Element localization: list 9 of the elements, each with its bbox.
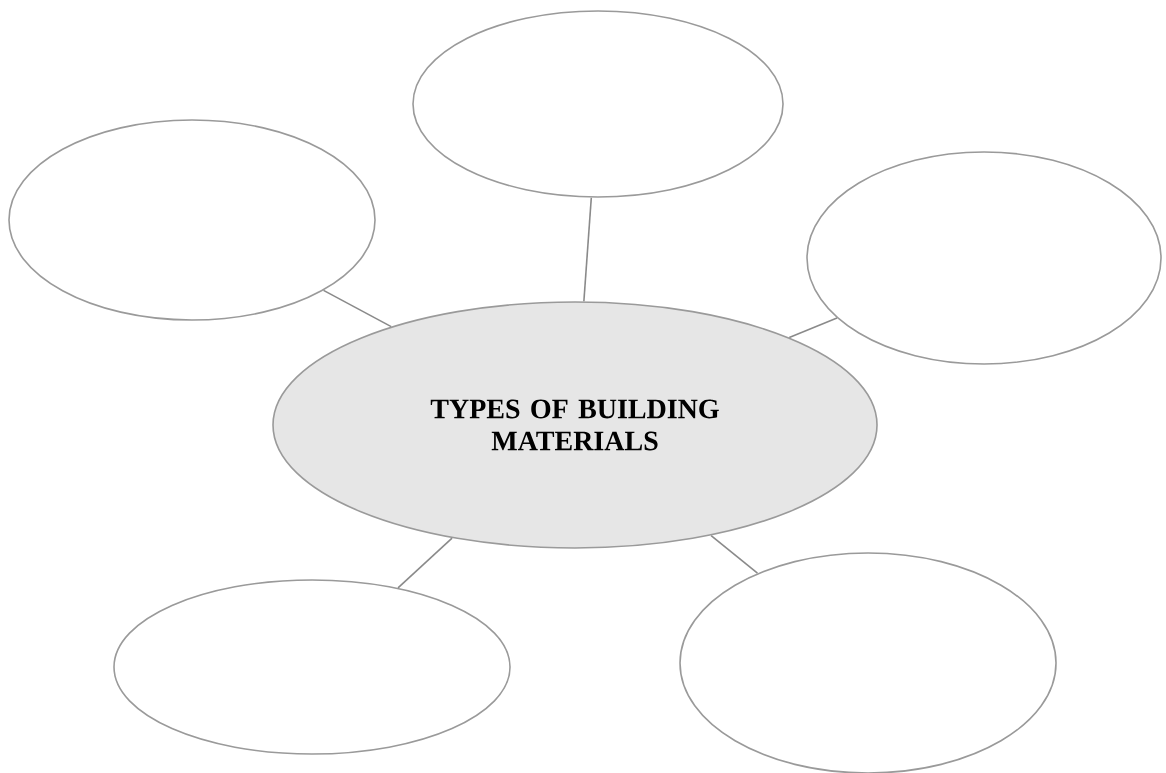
empty-ellipse (806, 151, 1162, 365)
connector-line (788, 317, 838, 339)
empty-ellipse (412, 10, 784, 198)
empty-ellipse (113, 579, 511, 755)
connector-line (397, 537, 453, 589)
connector-line (710, 534, 759, 574)
connector-line (583, 196, 593, 303)
connector-line (322, 289, 392, 328)
empty-ellipse (8, 119, 376, 321)
